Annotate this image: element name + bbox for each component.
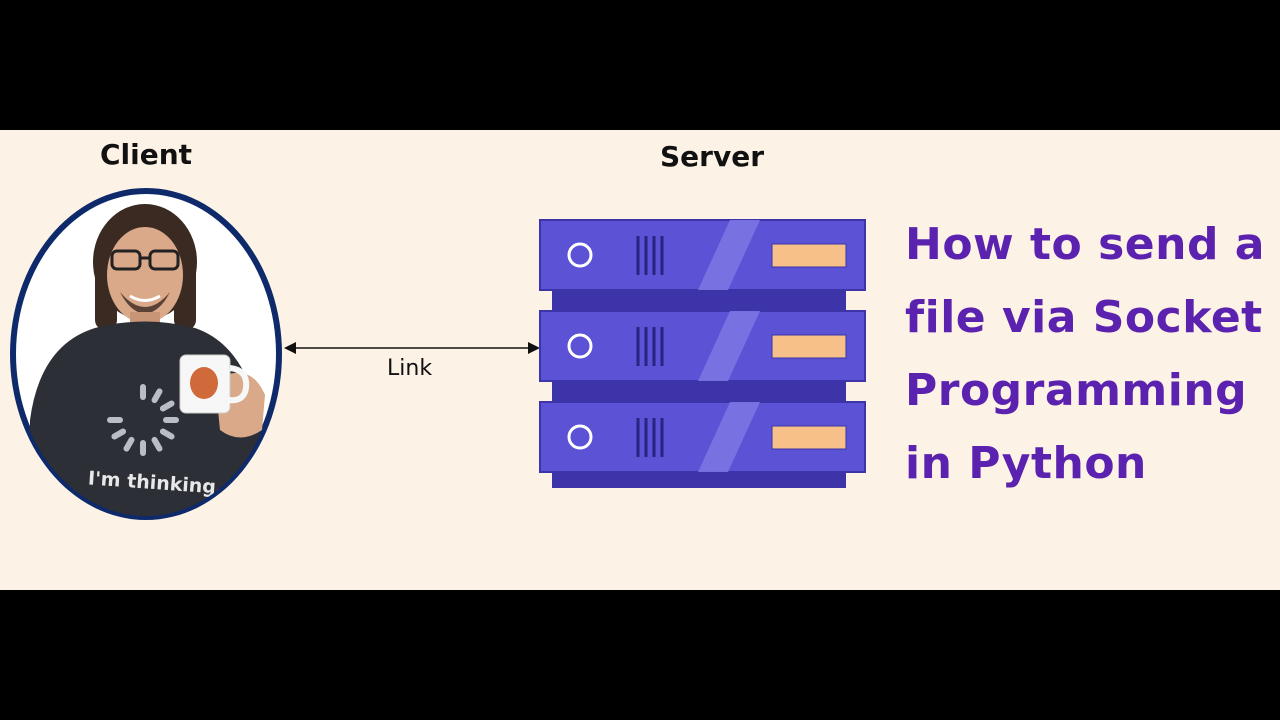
- person-portrait-icon: I'm thinking...: [10, 188, 282, 520]
- title-line: How to send a: [905, 219, 1265, 270]
- letterbox-top: [0, 0, 1280, 130]
- title-line: Programming: [905, 365, 1248, 416]
- title-line: in Python: [905, 438, 1147, 489]
- client-label: Client: [100, 138, 193, 171]
- server-rack-icon: [539, 219, 866, 488]
- letterbox-bottom: [0, 590, 1280, 720]
- title-line: file via Socket: [905, 292, 1263, 343]
- link-label: Link: [387, 356, 433, 381]
- server-label: Server: [660, 140, 765, 173]
- video-title: How to send a file via Socket Programmin…: [905, 208, 1275, 500]
- double-arrow-icon: [284, 342, 540, 354]
